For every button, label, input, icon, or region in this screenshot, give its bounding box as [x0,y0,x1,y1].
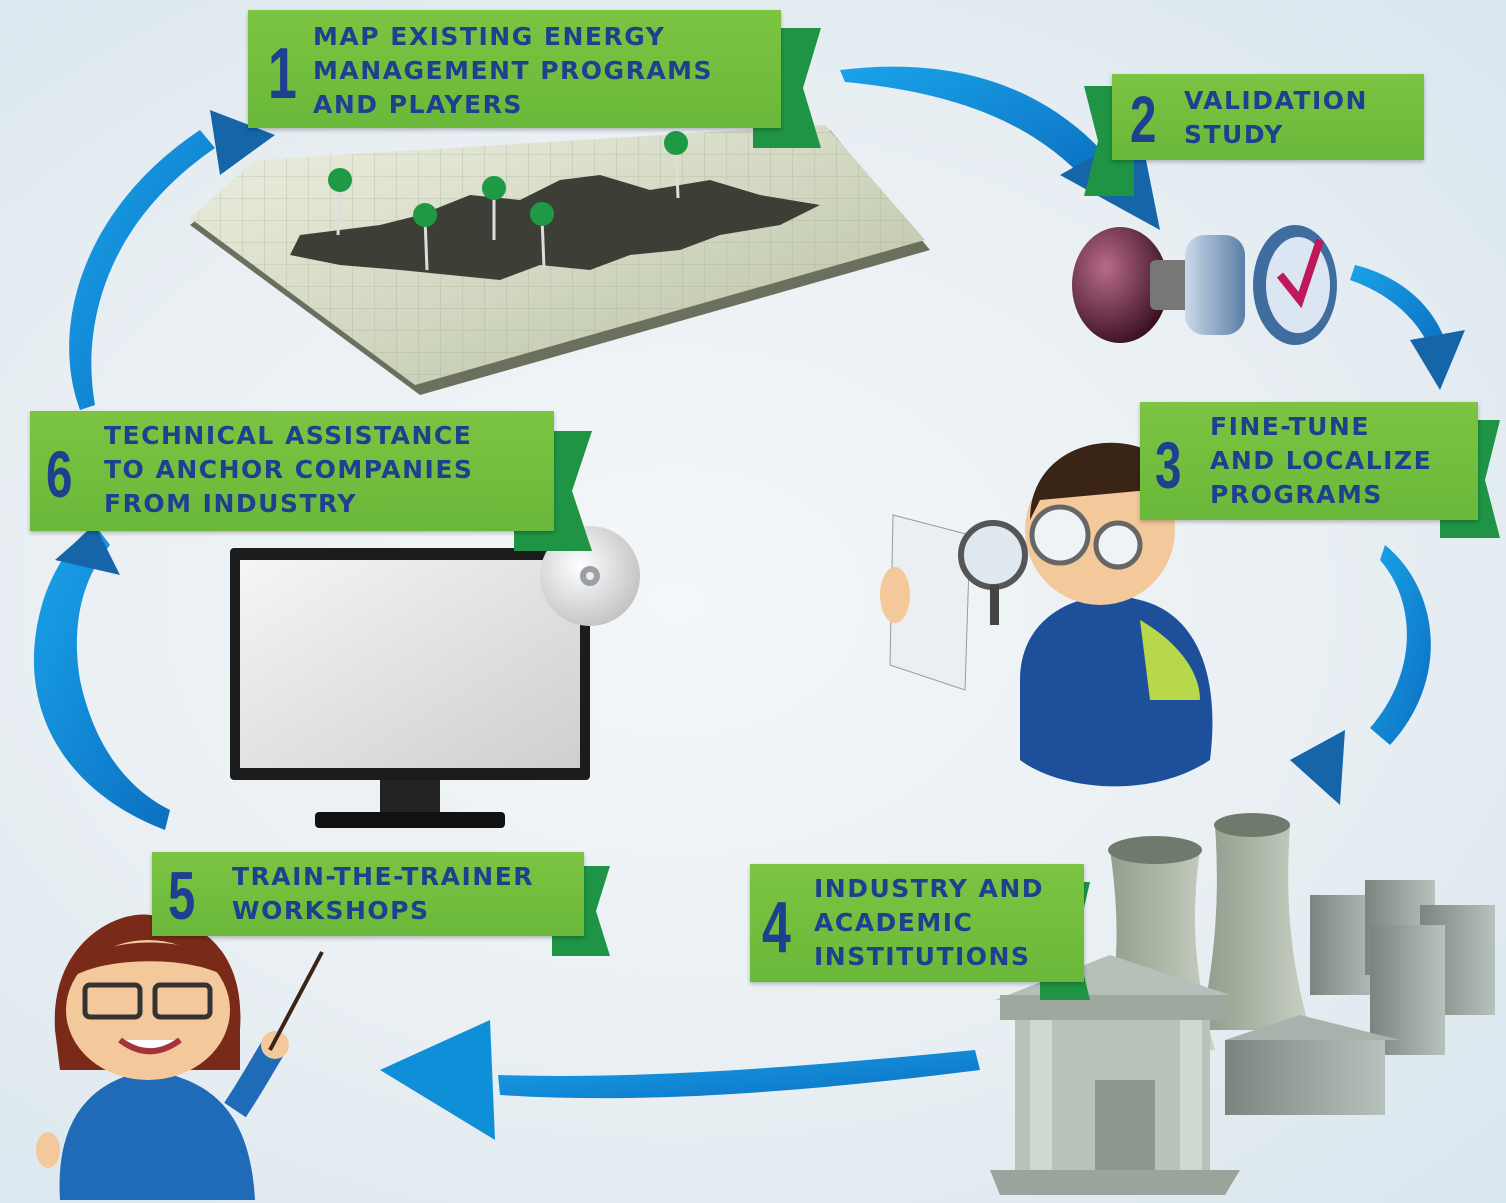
arrow-3-to-4 [1290,545,1431,805]
step-4-line: INDUSTRY AND [814,874,1045,903]
step-6-line: TECHNICAL ASSISTANCE [104,421,473,450]
step-2-banner: 2 VALIDATION STUDY [1084,74,1424,196]
step-2-line: STUDY [1184,120,1284,149]
step-4-line: ACADEMIC [814,908,974,937]
step-2-text: VALIDATION STUDY [1184,84,1368,152]
step-6-line: TO ANCHOR COMPANIES [104,455,474,484]
banner-box [750,864,1084,982]
step-5-number: 5 [168,858,196,934]
step-1-line: MAP EXISTING ENERGY [313,22,666,51]
banner-box [30,411,554,531]
step-6-number: 6 [46,437,73,511]
step-1-number: 1 [268,34,297,114]
banner-box [248,10,781,128]
step-3-text: FINE-TUNE AND LOCALIZE PROGRAMS [1210,410,1432,512]
arrow-4-to-5 [380,1020,980,1140]
step-6-line: FROM INDUSTRY [104,489,357,518]
step-5-line: WORKSHOPS [232,896,430,925]
step-3-line: AND LOCALIZE [1210,446,1433,475]
step-5-banner: 5 TRAIN-THE-TRAINER WORKSHOPS [152,852,610,956]
step-4-line: INSTITUTIONS [814,942,1031,971]
step-3-number: 3 [1155,428,1182,502]
step-4-text: INDUSTRY AND ACADEMIC INSTITUTIONS [814,872,1044,974]
step-3-banner: 3 FINE-TUNE AND LOCALIZE PROGRAMS [1140,402,1500,538]
step-6-text: TECHNICAL ASSISTANCE TO ANCHOR COMPANIES… [104,419,473,521]
step-3-line: FINE-TUNE [1210,412,1370,441]
banner-box [1140,402,1478,520]
step-1-banner: 1 MAP EXISTING ENERGY MANAGEMENT PROGRAM… [248,10,821,148]
step-1-line: AND PLAYERS [313,90,523,119]
step-2-number: 2 [1130,82,1157,156]
step-5-line: TRAIN-THE-TRAINER [232,862,535,891]
step-3-line: PROGRAMS [1210,480,1383,509]
step-2-line: VALIDATION [1184,86,1368,115]
step-1-text: MAP EXISTING ENERGY MANAGEMENT PROGRAMS … [313,20,713,122]
step-5-text: TRAIN-THE-TRAINER WORKSHOPS [232,860,534,928]
step-6-banner: 6 TECHNICAL ASSISTANCE TO ANCHOR COMPANI… [30,411,592,551]
step-4-number: 4 [762,888,791,968]
arrow-2-to-3 [1350,265,1465,390]
step-4-banner: 4 INDUSTRY AND ACADEMIC INSTITUTIONS [750,864,1090,1000]
arrow-5-to-6 [33,525,170,830]
banner-box [152,852,584,936]
step-1-line: MANAGEMENT PROGRAMS [313,56,714,85]
arrow-6-to-1 [69,110,275,410]
banner-box [1112,74,1424,160]
